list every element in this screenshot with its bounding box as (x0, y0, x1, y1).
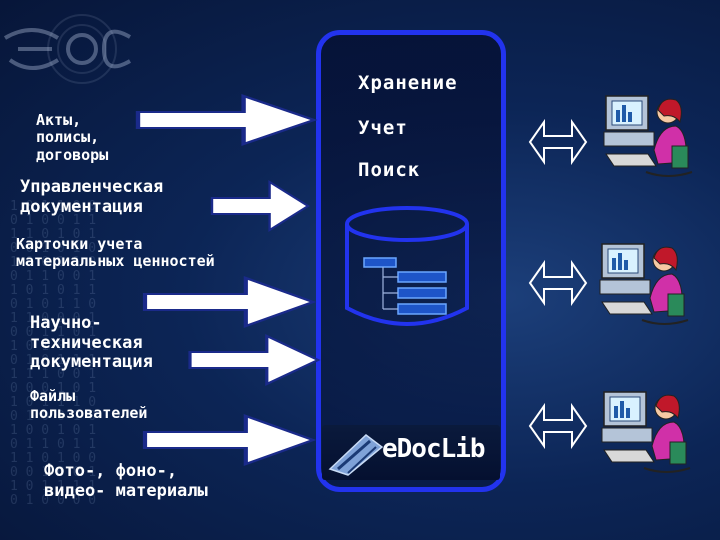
workstation-user-icon-2 (599, 243, 689, 325)
label-line: техническая (30, 332, 143, 353)
label-line: договоры (36, 145, 109, 164)
function-search: Поиск (358, 159, 421, 181)
label-media-materials: Фото-, фоно-, видео- материалы (44, 461, 208, 501)
bidirectional-arrow-1 (529, 121, 587, 163)
edoclib-logo-text: eDocLib (382, 434, 486, 464)
workstation-user-icon-3 (601, 391, 691, 473)
label-line: документация (20, 196, 143, 217)
database-icon (345, 206, 469, 326)
eos-logo (3, 14, 131, 84)
label-line: Научно- (30, 313, 102, 333)
label-line: Фото-, фоно-, (44, 461, 178, 481)
label-line: документация (30, 352, 153, 373)
label-line: материальных ценностей (16, 252, 215, 271)
label-line: Управленческая (20, 177, 164, 197)
bidirectional-arrow-3 (529, 405, 587, 447)
label-acts-policies-contracts: Акты, полисы, договоры (36, 111, 109, 164)
edoclib-logo: eDocLib (322, 425, 500, 480)
label-line: Акты, (36, 111, 82, 129)
label-scitech-docs: Научно- техническая документация (30, 313, 153, 373)
background-binary-pattern: 1 0 1 1 0 0 0 1 0 0 1 1 1 1 0 1 0 1 0 0 … (10, 199, 97, 508)
feather-pen-icon (328, 434, 384, 476)
label-line: Карточки учета (16, 235, 143, 253)
label-line: полисы, (36, 128, 100, 147)
label-management-docs: Управленческая документация (20, 177, 164, 217)
function-accounting: Учет (358, 117, 408, 139)
bidirectional-arrow-2 (529, 262, 587, 304)
workstation-user-icon-1 (603, 95, 693, 177)
label-inventory-cards: Карточки учета материальных ценностей (16, 235, 215, 271)
label-line: видео- материалы (44, 480, 208, 501)
label-user-files: Файлы пользователей (30, 387, 148, 423)
function-storage: Хранение (358, 72, 458, 94)
label-line: Файлы (30, 387, 76, 405)
label-line: пользователей (30, 404, 148, 423)
